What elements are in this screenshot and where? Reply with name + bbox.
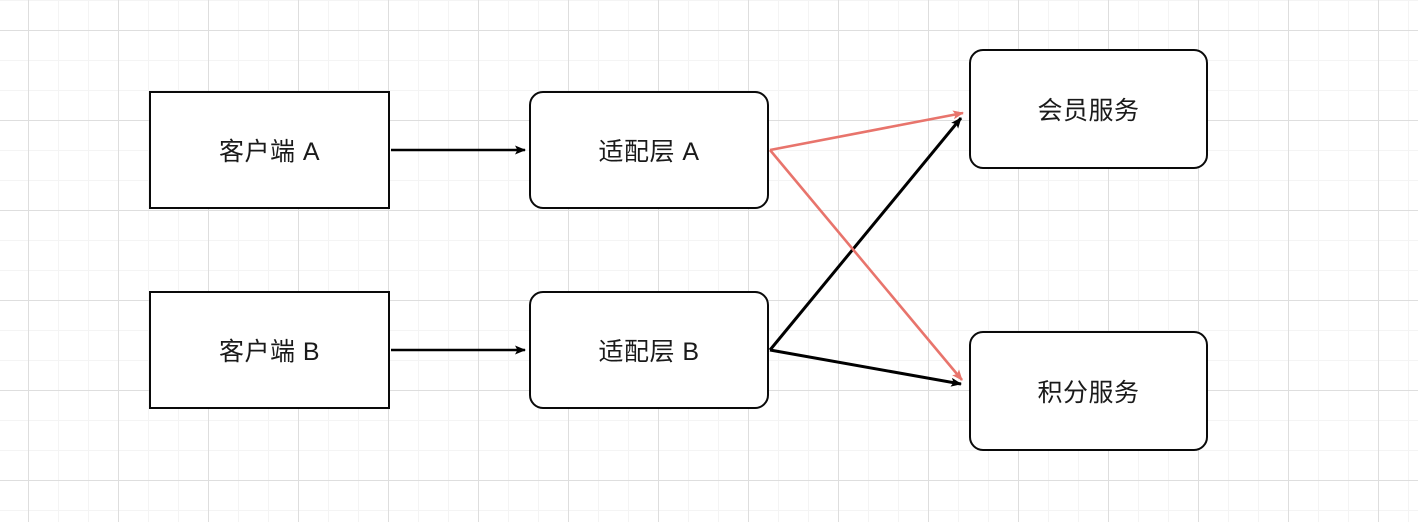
node-adapter-a[interactable]: 适配层 A	[529, 91, 769, 209]
node-points-service[interactable]: 积分服务	[969, 331, 1208, 451]
edge-adapter-a-to-member-service	[769, 110, 964, 152]
node-client-b-label: 客户端 B	[218, 338, 321, 366]
node-client-b[interactable]: 客户端 B	[149, 291, 390, 409]
edge-adapter-b-to-member-service	[768, 117, 963, 351]
edge-adapter-b-to-points-service	[769, 348, 962, 387]
node-adapter-a-label: 适配层 A	[598, 138, 700, 166]
node-adapter-b[interactable]: 适配层 B	[529, 291, 769, 409]
node-member-service-label: 会员服务	[1037, 97, 1140, 125]
node-adapter-b-label: 适配层 B	[598, 338, 700, 366]
node-member-service[interactable]: 会员服务	[969, 49, 1208, 169]
node-points-service-label: 积分服务	[1037, 379, 1140, 407]
node-client-a[interactable]: 客户端 A	[149, 91, 390, 209]
edge-adapter-a-to-points-service	[769, 149, 963, 381]
node-client-a-label: 客户端 A	[218, 138, 321, 166]
